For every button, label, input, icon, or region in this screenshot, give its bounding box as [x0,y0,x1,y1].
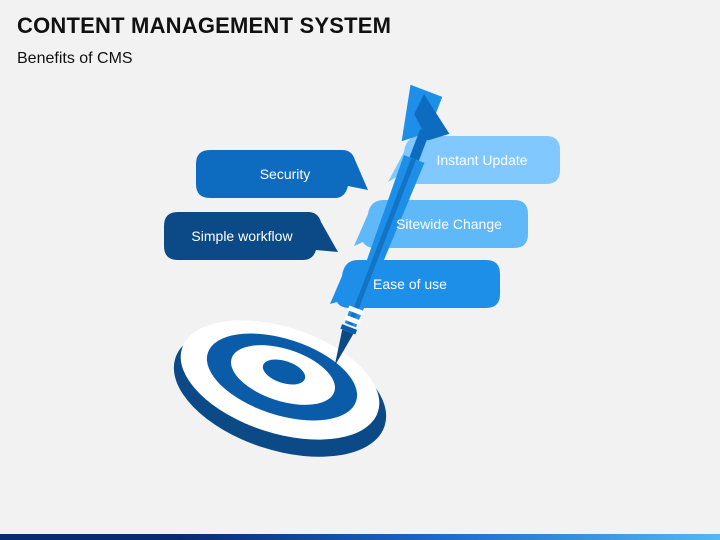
page-subtitle: Benefits of CMS [17,50,133,67]
target-icon [173,320,387,457]
security-callout [196,150,368,198]
simple-workflow-callout [164,212,338,260]
page-title: CONTENT MANAGEMENT SYSTEM [17,13,392,38]
dart-icon [334,84,450,367]
ease-of-use-label: Ease of use [373,276,447,292]
instant-update-label: Instant Update [436,152,528,168]
instant-update-callout [388,136,560,184]
footer-bar [0,534,720,540]
security-label: Security [259,166,311,182]
sitewide-change-label: Sitewide Change [396,216,502,232]
simple-workflow-label: Simple workflow [191,228,293,244]
